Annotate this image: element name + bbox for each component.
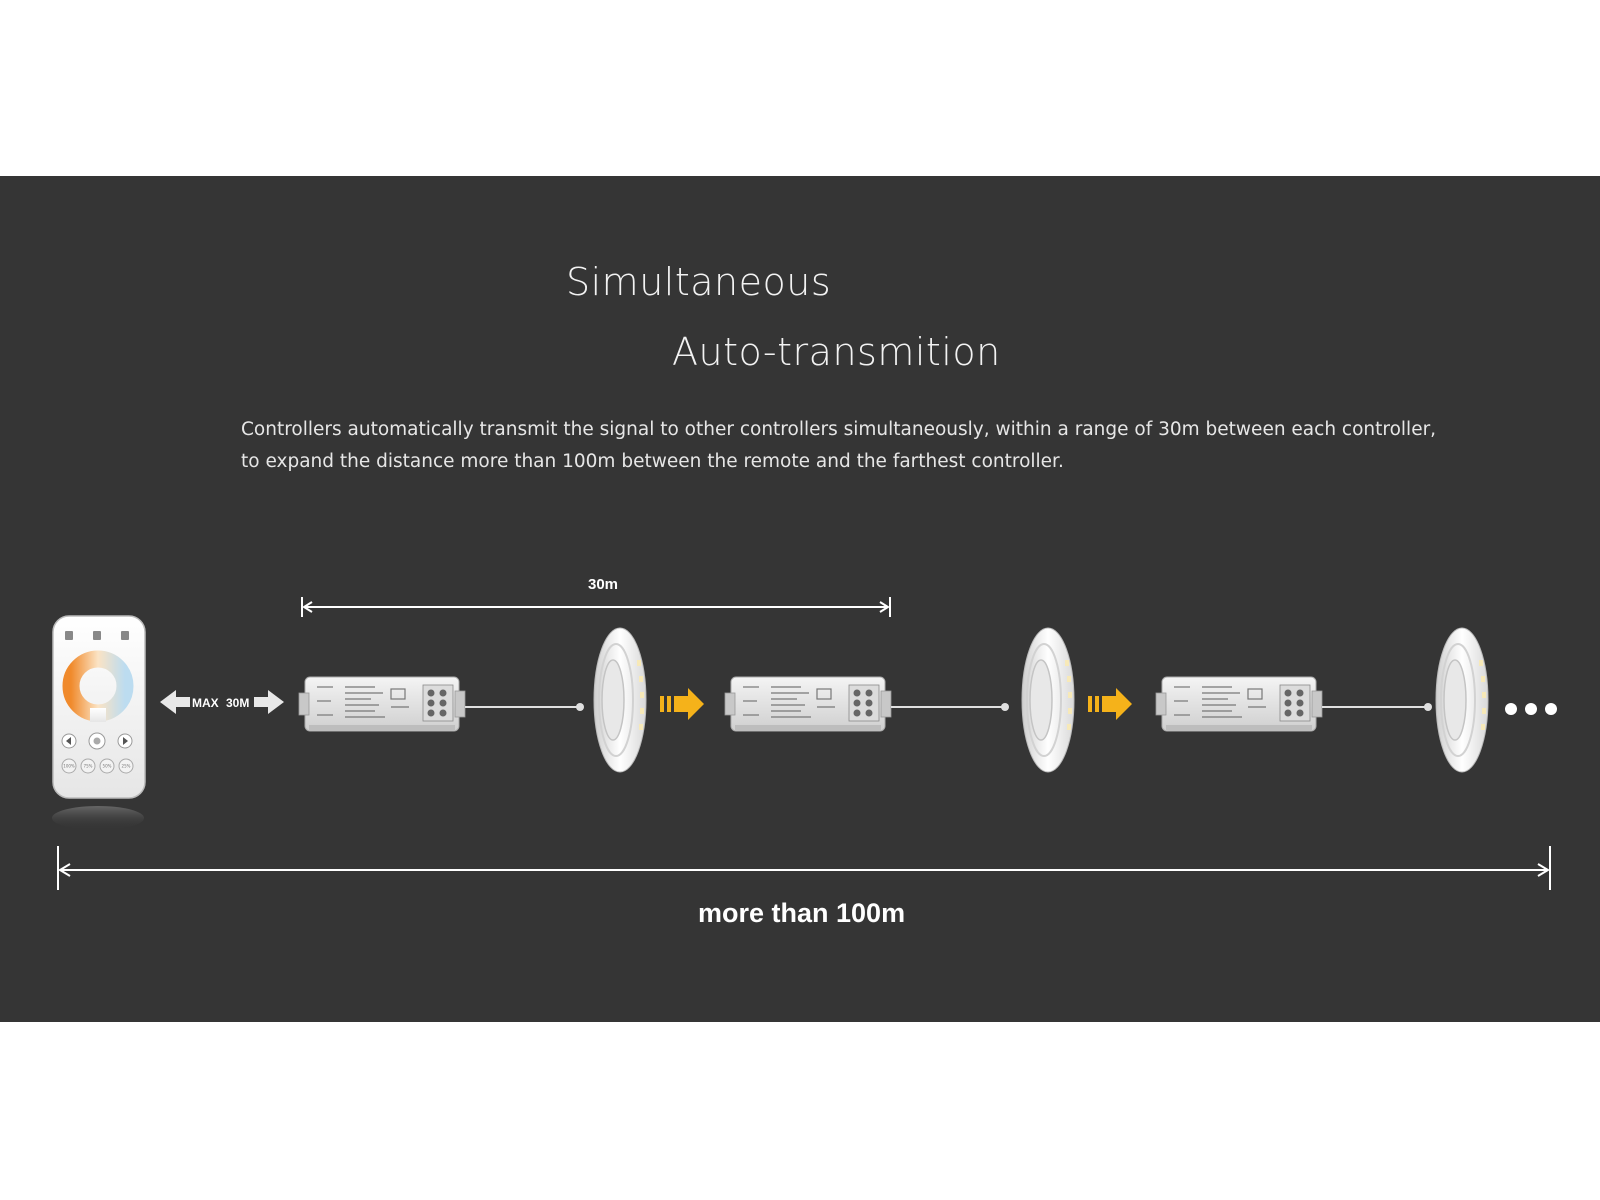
remote-top-icons: [65, 631, 129, 640]
max-distance-label: 30M: [226, 696, 249, 710]
max-label: MAX: [192, 696, 219, 710]
led-strip-reel: [1021, 627, 1075, 773]
remote-brightness-buttons: [61, 758, 134, 774]
total-distance-label: more than 100m: [698, 898, 906, 928]
remote-button-label: 50%: [103, 764, 112, 769]
controller-unit: [298, 676, 466, 732]
led-strip-reel: [593, 627, 647, 773]
controller-unit: [724, 676, 892, 732]
total-dimension-line: [57, 846, 1551, 890]
max-range-double-arrow: MAX 30M: [160, 690, 284, 714]
span-dimension-line: [301, 597, 891, 617]
description-line-2: to expand the distance more than 100m be…: [241, 451, 1064, 472]
span-label: 30m: [588, 576, 619, 593]
continuation-dots: [1505, 703, 1557, 715]
led-strip-reel: [1435, 627, 1489, 773]
remote-control: 100% 75% 50% 25%: [52, 615, 146, 830]
description: Controllers automatically transmit the s…: [241, 414, 1437, 478]
title-line-1: Simultaneous: [566, 260, 832, 304]
diagram-panel: Simultaneous Auto-transmition Controller…: [0, 176, 1600, 1022]
remote-button-label: 100%: [63, 764, 75, 769]
title-line-2: Auto-transmition: [672, 330, 1001, 374]
signal-relay-arrow: [660, 688, 704, 720]
controller-unit: [1155, 676, 1323, 732]
description-line-1: Controllers automatically transmit the s…: [241, 419, 1437, 440]
signal-relay-arrow: [1088, 688, 1132, 720]
remote-button-label: 25%: [122, 764, 131, 769]
remote-button-label: 75%: [84, 764, 93, 769]
